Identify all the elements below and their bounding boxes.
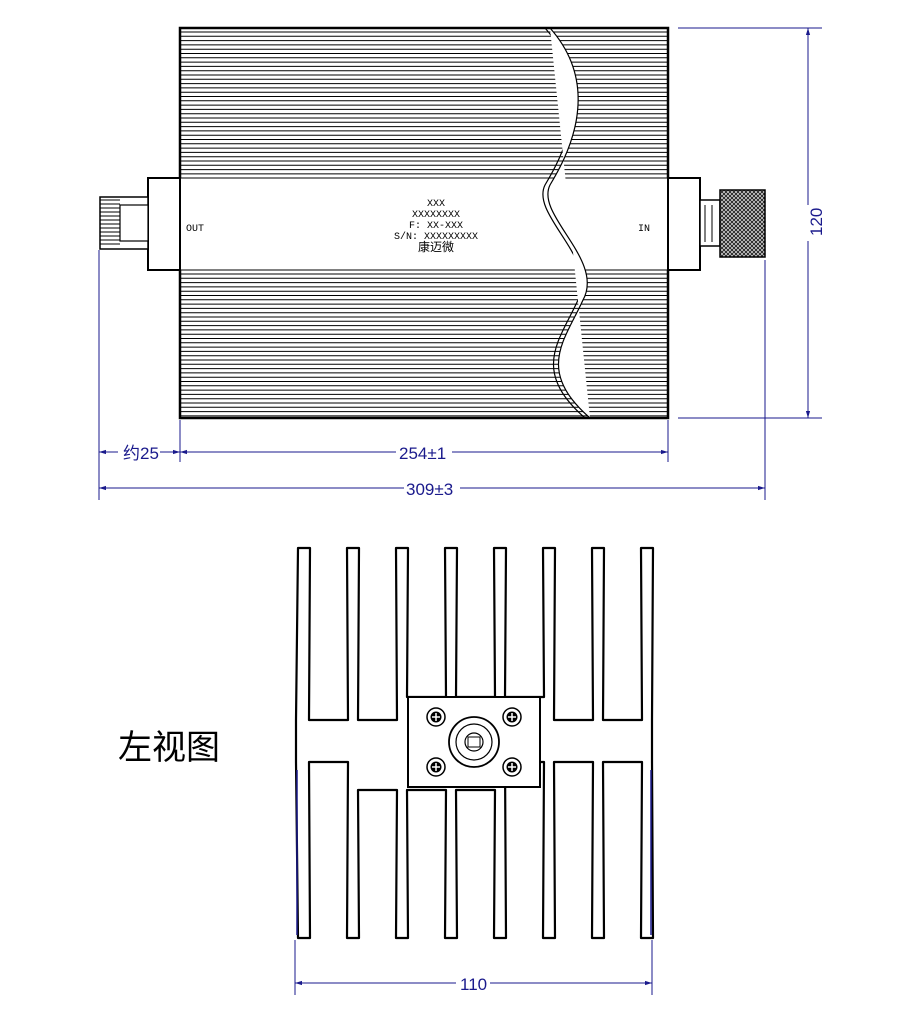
- nameplate-line: F: XX-XXX: [409, 221, 463, 232]
- front-view: OUT IN XXX XXXXXXXX F: XX-XXX S/N: XXXXX…: [99, 26, 766, 420]
- out-flange: [147, 177, 181, 271]
- n-connector-face-icon: [448, 716, 500, 768]
- side-view: [294, 546, 655, 940]
- label-band: [181, 178, 667, 270]
- screw-icon: [502, 707, 522, 727]
- dim-height: 120: [807, 208, 826, 236]
- mounting-screw-icon: [426, 707, 522, 777]
- nameplate-line: XXX: [427, 199, 445, 210]
- heatsink-fins-top: [181, 31, 667, 175]
- in-n-connector-icon: [699, 189, 766, 258]
- heatsink-fins-bottom: [181, 273, 667, 417]
- screw-icon: [426, 707, 446, 727]
- dim-width: 110: [460, 975, 487, 994]
- side-view-title: 左视图: [118, 728, 220, 768]
- dim-connector-length: 约25: [123, 444, 159, 463]
- dim-total-length: 309±3: [406, 480, 453, 499]
- screw-icon: [426, 757, 446, 777]
- nameplate-line: XXXXXXXX: [412, 210, 460, 221]
- port-out-label: OUT: [186, 224, 204, 235]
- screw-icon: [502, 757, 522, 777]
- dim-body-length: 254±1: [399, 444, 446, 463]
- out-n-connector-icon: [99, 196, 149, 250]
- in-flange: [667, 177, 701, 271]
- port-in-label: IN: [638, 224, 650, 235]
- nameplate-brand: 康迈微: [418, 239, 454, 255]
- nameplate: XXX XXXXXXXX F: XX-XXX S/N: XXXXXXXXX 康迈…: [394, 199, 478, 255]
- nameplate-line: S/N: XXXXXXXXX: [394, 231, 478, 243]
